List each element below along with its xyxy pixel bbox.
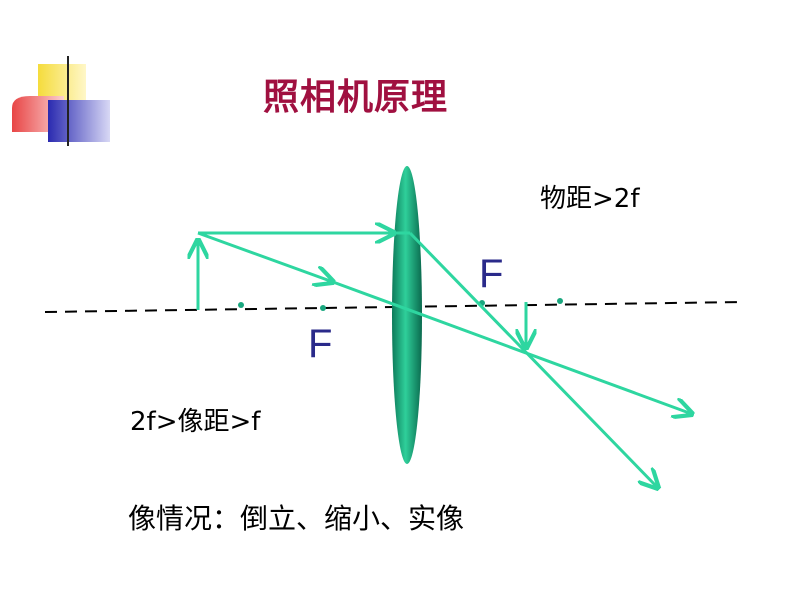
page-title: 照相机原理 bbox=[263, 77, 449, 118]
object-distance-label: 物距>2f bbox=[540, 184, 640, 214]
focal-point-left bbox=[320, 305, 326, 311]
2f-point-left bbox=[238, 302, 244, 308]
focal-label-right: F bbox=[479, 252, 504, 296]
convex-lens bbox=[392, 166, 422, 464]
focal-label-left: F bbox=[308, 322, 333, 366]
ray-center-incident bbox=[197, 231, 333, 282]
2f-point-right bbox=[557, 298, 563, 304]
ray-parallel-refracted bbox=[408, 231, 658, 488]
image-nature-label: 像情况：倒立、缩小、实像 bbox=[128, 502, 465, 535]
ray-center-through bbox=[332, 280, 692, 414]
image-distance-label: 2f>像距>f bbox=[130, 407, 261, 437]
decorative-blocks-icon bbox=[12, 56, 110, 146]
